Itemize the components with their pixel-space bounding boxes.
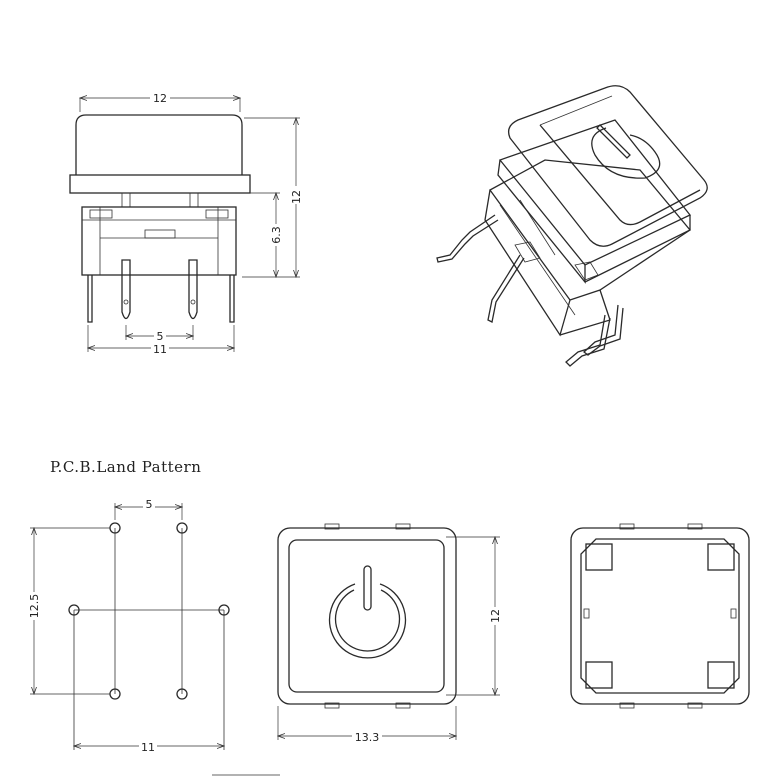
iso-pin-mid [487,254,525,323]
stem-right [189,192,199,208]
bottom-view [570,523,750,709]
pad-mid-left [68,604,80,616]
iso-pin-left [436,214,499,263]
dim-land-pitch: 5 [146,498,153,511]
bottom-pad-br [707,661,735,689]
stem-left [121,192,131,208]
bottom-pin-right [730,608,737,619]
dim-side-height-body: 6.3 [270,226,283,244]
base-body [81,206,237,276]
top-view: 12 13.3 [277,523,502,744]
power-icon [328,565,407,659]
pad-top-right [176,522,188,534]
bottom-body-outer [570,527,750,705]
flange [69,174,251,194]
dim-side-height-total: 12 [290,190,303,204]
dim-land-height: 12.5 [28,594,41,619]
land-pattern-title: P.C.B.Land Pattern [50,458,201,476]
iso-cap [507,85,708,247]
iso-pin-right-1 [565,314,611,367]
side-view: 12 12 6.3 5 11 [69,90,303,356]
bottom-pad-tl [585,543,613,571]
pin-outer-left [87,275,93,323]
dim-side-width-bottom: 11 [153,343,167,356]
isometric-view [436,85,708,367]
top-cap [288,539,445,693]
iso-power-ring [591,127,661,179]
land-pattern-view: P.C.B.Land Pattern 5 12.5 11 [27,458,230,754]
dim-side-width-top: 12 [153,92,167,105]
dim-top-width: 13.3 [355,731,380,744]
dim-side-pin-pitch: 5 [157,330,164,343]
pad-bottom-right [176,688,188,700]
iso-pin-right-2 [582,304,624,356]
iso-power-bar [596,124,631,159]
bottom-pin-left [583,608,590,619]
bottom-pad-bl [585,661,613,689]
dim-land-width: 11 [141,741,155,754]
pin-mid-right [188,259,198,320]
cap-outline [75,114,243,175]
dim-top-height: 12 [489,609,502,623]
top-body-outer [277,527,457,705]
pin-outer-right [229,275,235,323]
pin-mid-left [121,259,131,320]
bottom-pad-tr [707,543,735,571]
pad-mid-right [218,604,230,616]
bottom-body-inner [580,538,740,694]
